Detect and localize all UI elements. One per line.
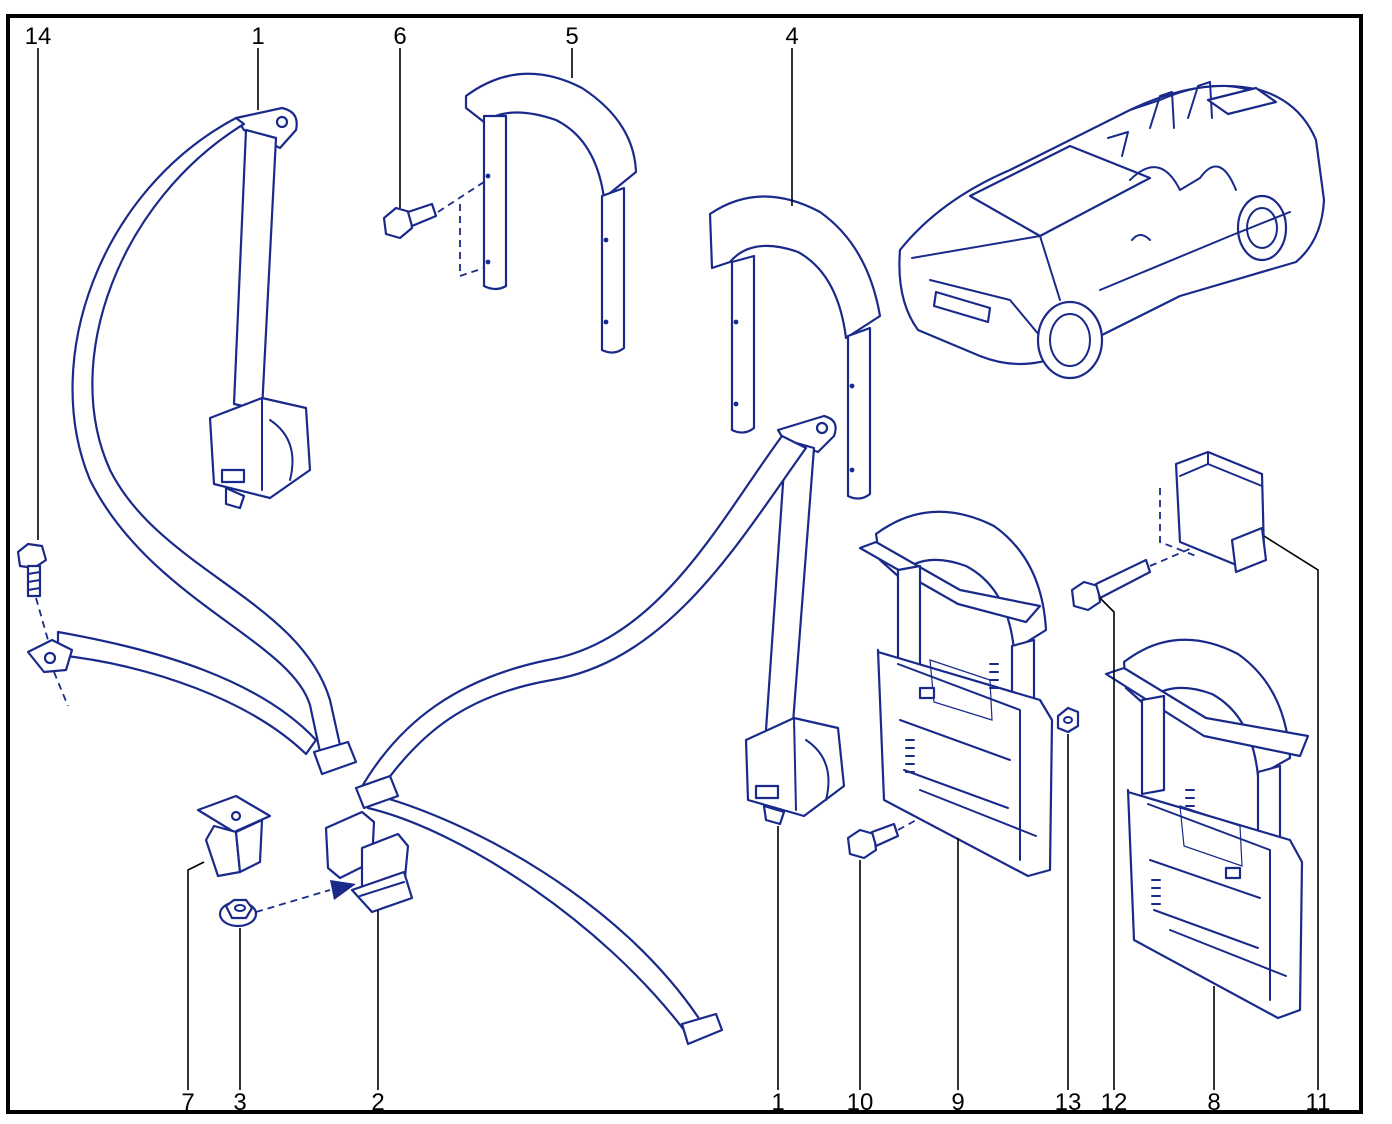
callout-7: 7 <box>181 1089 194 1116</box>
callout-1-top: 1 <box>251 23 264 50</box>
car-illustration <box>898 81 1326 380</box>
callout-6: 6 <box>393 23 406 50</box>
roll-bar-4 <box>708 195 882 500</box>
callout-11: 11 <box>1306 1089 1331 1116</box>
callout-9: 9 <box>951 1089 964 1116</box>
diagram-frame <box>6 14 1363 1114</box>
roll-bar-5 <box>464 72 638 354</box>
callouts-bottom: 7 3 2 1 10 9 13 12 8 11 <box>181 1089 1330 1116</box>
callout-1-bottom: 1 <box>771 1089 784 1116</box>
bolt-6 <box>382 177 491 278</box>
bracket-7 <box>196 794 272 878</box>
callout-14: 14 <box>25 23 52 50</box>
callout-5: 5 <box>565 23 578 50</box>
nut-13 <box>1056 706 1080 734</box>
callout-4: 4 <box>785 23 798 50</box>
bolt-12 <box>1070 547 1193 612</box>
seat-belt-right <box>354 414 846 1046</box>
roll-bar-assembly-8 <box>1104 638 1310 1020</box>
roll-bar-assembly-9 <box>858 510 1054 878</box>
nut-3 <box>218 880 356 928</box>
seat-belt-left <box>26 106 358 776</box>
control-module-11 <box>1159 450 1268 574</box>
callouts-top: 14 1 6 5 4 <box>25 23 799 50</box>
callout-3: 3 <box>233 1089 246 1116</box>
callout-10: 10 <box>847 1089 874 1116</box>
callout-12: 12 <box>1101 1089 1128 1116</box>
bolt-14 <box>16 542 69 707</box>
callout-13: 13 <box>1055 1089 1082 1116</box>
callout-8: 8 <box>1207 1089 1220 1116</box>
buckle-2 <box>324 810 414 914</box>
callout-2: 2 <box>371 1089 384 1116</box>
leader-lines <box>37 48 1319 1090</box>
